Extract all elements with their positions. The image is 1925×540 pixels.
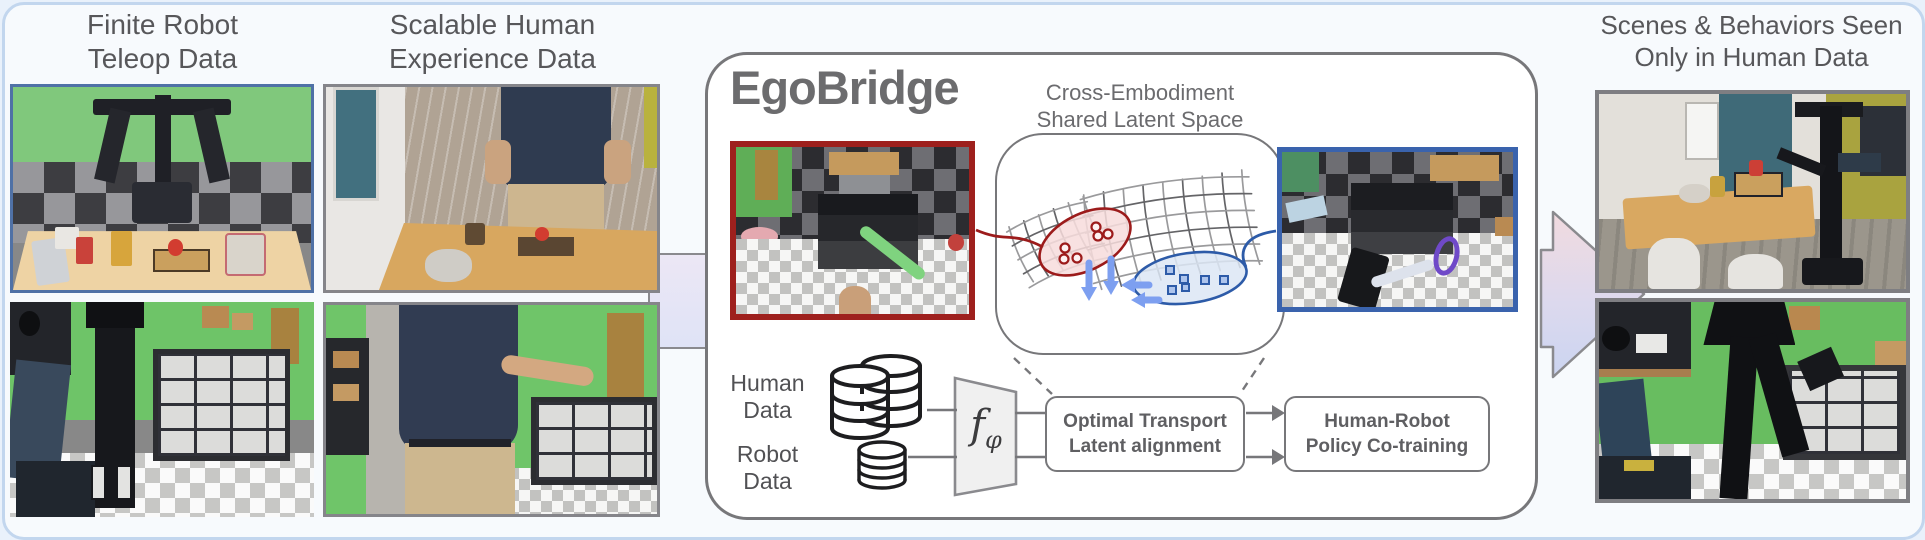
photo-robot-drawers — [10, 302, 314, 517]
brown-jar — [465, 223, 485, 246]
green-wall — [1282, 152, 1319, 193]
speaker — [1602, 325, 1630, 352]
white-cup — [54, 227, 79, 250]
photo-robot-teleop — [10, 84, 314, 293]
policy-box-line2: Policy Co-training — [1305, 436, 1469, 457]
policy-cotraining-box: Human-Robot Policy Co-training — [1284, 396, 1490, 472]
white-chair — [1648, 238, 1701, 289]
wood-shelf-edge — [1599, 368, 1692, 377]
photo-robot-arms-drawers — [1595, 298, 1910, 503]
human-data-line1: Human — [730, 370, 805, 396]
scalable-human-title-line1: Scalable Human — [389, 9, 596, 40]
human-pants — [405, 442, 515, 514]
red-cup — [1749, 160, 1764, 176]
scalable-human-title-line2: Experience Data — [388, 43, 596, 75]
robot-mast — [1820, 105, 1842, 282]
cardboard-box — [231, 312, 254, 330]
table-base — [838, 175, 890, 198]
encoder-f: f — [970, 402, 985, 448]
latent-space-caption: Cross-Embodiment Shared Latent Space — [1000, 80, 1280, 134]
yellow-can — [111, 231, 133, 266]
ot-box-line1: Optimal Transport — [1063, 410, 1227, 432]
ot-box-line2: Latent alignment — [1068, 436, 1221, 457]
encoder-f-phi: fφ — [958, 402, 1014, 454]
finite-robot-title-line1: Finite Robot — [87, 9, 238, 40]
cardboard-box — [201, 306, 229, 328]
human-database-icon — [830, 354, 922, 440]
belt — [408, 438, 512, 448]
scalable-human-title: Scalable Human Experience Data — [325, 8, 660, 76]
yellow-wall — [643, 87, 657, 169]
right-title-line2: Only in Human Data — [1634, 41, 1869, 72]
latent-space-drawing — [1005, 169, 1264, 308]
yellow-jar — [1709, 175, 1725, 198]
human-torso — [501, 87, 611, 189]
red-ball — [167, 239, 183, 256]
red-ball — [534, 227, 550, 242]
human-data-line2: Data — [743, 397, 792, 424]
robot-data-label: Robot Data — [710, 441, 825, 495]
right-title-line1: Scenes & Behaviors Seen — [1600, 10, 1903, 40]
encoder-phi: φ — [985, 426, 1002, 454]
latent-caption-line2: Shared Latent Space — [1036, 106, 1244, 132]
wood-side-table — [829, 152, 900, 176]
drawer-cabinet — [1351, 183, 1453, 255]
gripper-pad — [116, 465, 132, 500]
red-object — [948, 233, 965, 251]
finite-robot-title-line2: Teleop Data — [87, 43, 238, 75]
optimal-transport-box: Optimal Transport Latent alignment — [1045, 396, 1245, 472]
dark-board — [517, 237, 575, 256]
photo-human-ego-view — [730, 141, 975, 320]
human-back-torso — [398, 305, 518, 452]
alignment-arrows — [1081, 255, 1163, 308]
right-panel-title: Scenes & Behaviors Seen Only in Human Da… — [1578, 10, 1925, 73]
drawer-cabinet — [1783, 365, 1906, 460]
laptop-shelf — [1838, 152, 1882, 172]
dark-rig — [16, 461, 96, 517]
drawer-cabinet — [152, 349, 290, 462]
drawer-cabinet — [531, 396, 657, 485]
wood-side-table — [1429, 155, 1500, 182]
human-data-label: Human Data — [710, 370, 825, 424]
speaker — [19, 310, 41, 337]
robot-data-line2: Data — [743, 468, 792, 495]
egobridge-title: EgoBridge — [730, 61, 960, 114]
stool — [1494, 217, 1513, 236]
cardboard-box — [332, 350, 360, 368]
red-can — [75, 237, 94, 264]
human-arm-left — [484, 139, 512, 185]
wood-riser — [1734, 172, 1784, 198]
robot-data-line1: Robot — [736, 441, 799, 467]
teal-door — [332, 87, 379, 201]
plastic-bag — [224, 233, 267, 276]
wooden-table — [378, 223, 657, 290]
cardboard-box — [1789, 305, 1821, 330]
robot-base — [132, 182, 192, 223]
white-chair — [1727, 253, 1784, 289]
gripper-pad — [90, 465, 106, 500]
white-box — [1635, 333, 1667, 354]
human-hand — [838, 285, 872, 314]
yellow-cable — [1623, 459, 1655, 472]
plastic-bag — [1678, 183, 1710, 204]
human-arm-right — [604, 139, 631, 185]
photo-human-table — [323, 84, 660, 293]
robot-head — [86, 302, 144, 328]
photo-robot-ego-view — [1277, 147, 1518, 312]
robot-database-icon — [857, 440, 907, 490]
photo-human-drawers — [323, 302, 660, 517]
latent-space-bubble — [995, 133, 1285, 355]
photo-office-robot — [1595, 90, 1910, 293]
cardboard-box — [332, 384, 360, 402]
latent-caption-line1: Cross-Embodiment — [1045, 80, 1235, 105]
whiteboard — [1684, 101, 1719, 161]
door — [754, 150, 778, 201]
finite-robot-title: Finite Robot Teleop Data — [20, 8, 305, 76]
human-pants — [508, 184, 605, 234]
chair — [425, 249, 472, 282]
policy-box-line1: Human-Robot — [1324, 410, 1450, 432]
robot-base — [1801, 257, 1863, 286]
